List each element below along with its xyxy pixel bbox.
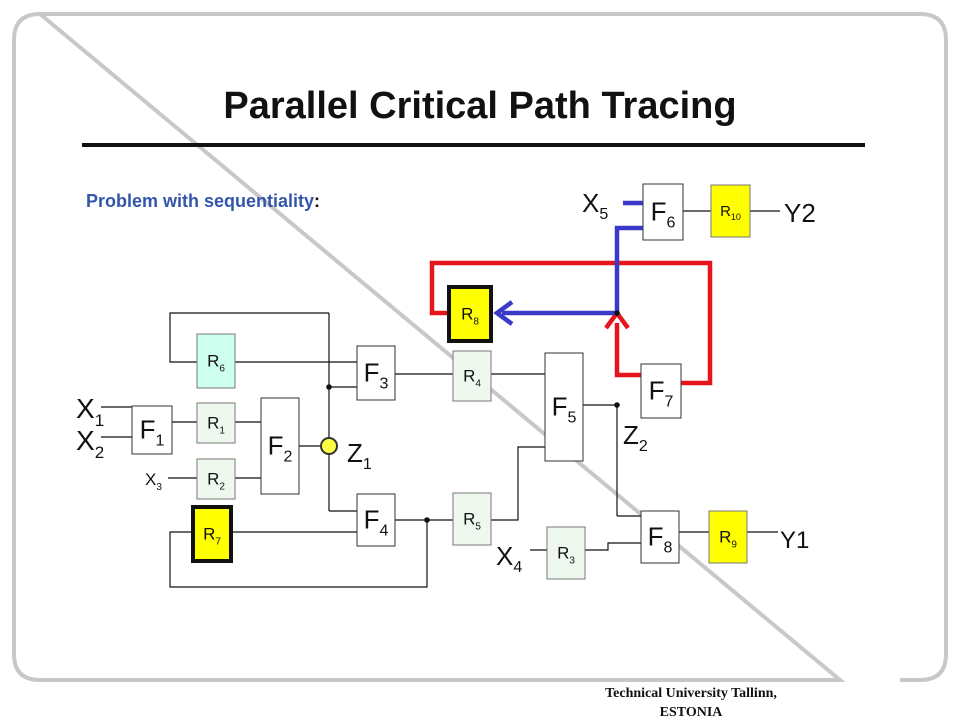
red-path-f7-to-r8 [614,323,641,378]
block-r5-label: R5 [463,509,481,532]
port-x1-label: X1 [76,393,104,430]
block-f6: F6 [642,183,684,241]
block-r1-box [196,402,236,444]
page-title: Parallel Critical Path Tracing [223,85,736,127]
wiring [101,210,780,588]
block-f3-box [356,345,396,401]
port-y1-label: Y1 [780,527,809,554]
block-f5-label: F5 [552,391,577,426]
junction-dot [326,384,332,390]
block-r8: R8 [447,285,493,343]
wire-r7-loop [169,520,428,588]
block-f5-box [544,352,584,462]
block-r7: R7 [191,505,233,563]
block-r7-label: R7 [203,524,221,547]
block-f7-box [640,363,682,419]
block-r4: R4 [452,350,492,402]
block-f7-label: F7 [649,375,674,410]
block-r4-label: R4 [463,366,481,389]
wire-r6-loop [169,312,329,363]
port-x4-label: X4 [496,541,522,576]
port-y2-label: Y2 [784,198,816,228]
block-f2: F2 [260,397,300,495]
block-r9: R9 [708,510,748,564]
block-f8-label: F8 [648,521,673,556]
block-f4: F4 [356,493,396,547]
blue-path-f6-down [502,225,643,316]
slide-frame [12,11,948,682]
port-z1-label: Z1 [347,438,372,473]
block-r4-box [452,350,492,402]
block-f8: F8 [640,510,680,564]
port-x3-label: X3 [145,470,162,493]
block-r10-label: R10 [720,203,741,222]
block-r8-label: R8 [461,304,479,327]
block-r8-box [447,285,493,343]
block-r1-label: R1 [207,413,225,436]
block-f5: F5 [544,352,584,462]
problem-statement: Problem with sequentiality: [86,191,320,211]
block-f3-label: F3 [364,357,389,392]
wire-r3-f8 [585,542,641,551]
port-z2-label: Z2 [623,420,648,455]
block-r5: R5 [452,492,492,546]
block-f2-box [260,397,300,495]
block-f4-box [356,493,396,547]
problem-statement-text: Problem with sequentiality [86,191,314,211]
block-r3: R3 [546,526,586,580]
block-r3-label: R3 [557,543,575,566]
z1-node-marker [320,437,338,455]
port-x5-label: X5 [582,188,608,223]
blue-paths [493,200,643,326]
block-f2-label: F2 [268,430,293,465]
block-r2: R2 [196,458,236,500]
block-r3-box [546,526,586,580]
block-f8-box [640,510,680,564]
block-f4-label: F4 [364,504,389,539]
block-f1: F1 [131,405,173,455]
block-f7: F7 [640,363,682,419]
block-r1: R1 [196,402,236,444]
block-r6: R6 [196,333,236,389]
block-r6-box [196,333,236,389]
block-r2-label: R2 [207,469,225,492]
block-r6-label: R6 [207,351,225,374]
footer-line-1: Technical University Tallinn, [605,686,777,701]
block-r7-box [191,505,233,563]
block-f3: F3 [356,345,396,401]
block-f1-label: F1 [140,414,165,449]
red-path-f7-out-loop [429,260,713,386]
block-f6-box [642,183,684,241]
wire-r5-f5 [491,446,545,521]
port-x2-label: X2 [76,425,104,462]
junctions [326,310,620,523]
footer-line-2: ESTONIA [660,705,724,720]
block-f6-label: F6 [651,196,676,231]
block-r9-box [708,510,748,564]
block-r10-box [710,184,751,238]
problem-statement-colon: : [314,191,320,211]
block-f1-box [131,405,173,455]
block-r10: R10 [710,184,751,238]
junction-dot [614,310,620,316]
block-r5-box [452,492,492,546]
junction-dot [424,517,430,523]
block-r9-label: R9 [719,527,737,550]
junction-dot [614,402,620,408]
blue-arrowhead [493,300,514,326]
block-r2-box [196,458,236,500]
